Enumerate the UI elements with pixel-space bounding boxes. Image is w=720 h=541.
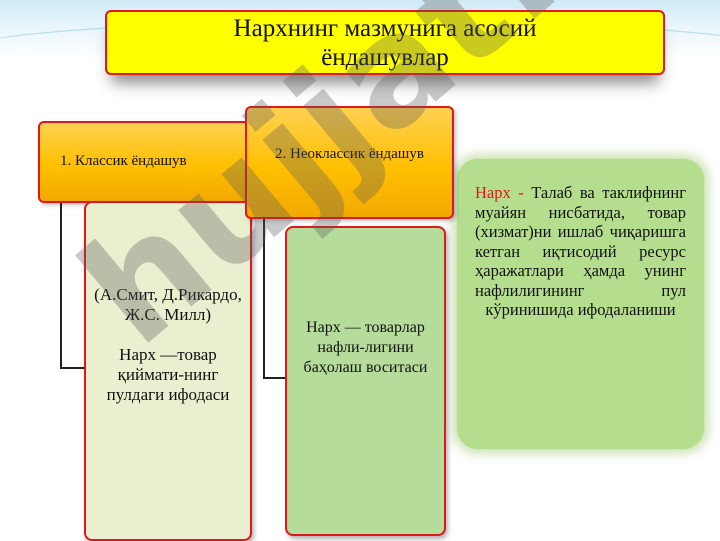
neoclassic-approach-heading: 2. Неоклассик ёндашув [245, 106, 454, 219]
neoclassic-definition: Нарх — товарлар нафли-лигини баҳолаш вос… [303, 319, 428, 376]
neoclassic-approach-heading-text: 2. Неоклассик ёндашув [275, 146, 424, 162]
classic-definition: Нарх —товар қиймати-нинг пулдаги ифодаси [106, 345, 230, 404]
classic-authors: (А.Смит, Д.Рикардо, Ж.С. Милл) [94, 285, 242, 324]
slide-title-line-2: ёндашувлар [321, 43, 449, 71]
price-definition-text: Нарх - Талаб ва таклифнинг муайян нисбат… [475, 183, 686, 320]
connector-neoclassic [263, 215, 293, 379]
classic-approach-heading-text: 1. Классик ёндашув [60, 153, 187, 169]
classic-approach-panel: (А.Смит, Д.Рикардо, Ж.С. Милл) Нарх —тов… [84, 201, 252, 541]
classic-approach-heading: 1. Классик ёндашув [38, 121, 262, 203]
price-definition-body: Талаб ва таклифнинг муайян нисбатида, то… [475, 183, 686, 319]
slide-title-line-1: Нархнинг мазмунига асосий [233, 14, 537, 42]
price-definition-box: Нарх - Талаб ва таклифнинг муайян нисбат… [456, 158, 705, 450]
neoclassic-approach-panel: Нарх — товарлар нафли-лигини баҳолаш вос… [285, 226, 446, 536]
price-definition-term: Нарх - [475, 183, 524, 202]
slide-title: Нархнинг мазмунига асосий ёндашувлар [105, 10, 665, 75]
connector-classic [60, 199, 90, 369]
